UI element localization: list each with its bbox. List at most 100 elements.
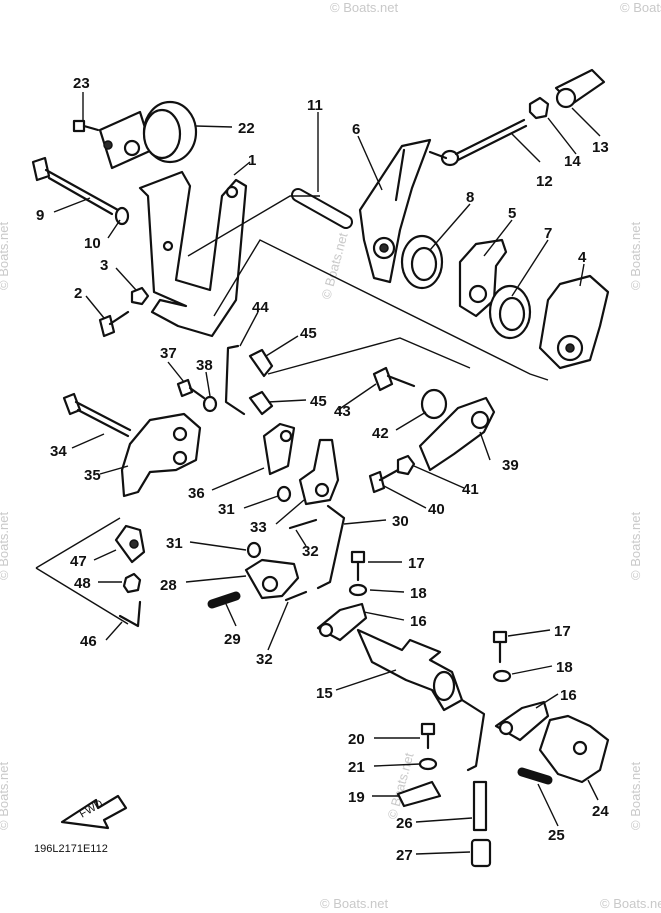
part-18-washer-lower: [492, 669, 512, 683]
watermark-text: © Boats.net: [628, 221, 643, 290]
callout-40: 40: [428, 501, 445, 518]
callout-43: 43: [334, 403, 351, 420]
callout-11: 11: [307, 97, 323, 114]
part-25-coupler: [470, 838, 492, 868]
callout-47: 47: [70, 553, 87, 570]
callout-20: 20: [348, 731, 365, 748]
callout-28: 28: [160, 577, 177, 594]
callout-22: 24: [592, 803, 609, 820]
callout-48: 48: [74, 575, 91, 592]
watermark-text: © Boats.net: [620, 0, 661, 15]
fwd-arrow: FWD: [60, 794, 128, 830]
leader-lines: [35, 92, 601, 855]
callout-44: 44: [252, 299, 269, 316]
callout-32b: 32: [256, 651, 273, 668]
part-48-nut: [122, 572, 142, 594]
callout-27: 23: [73, 75, 90, 92]
callout-9: 9: [36, 207, 44, 224]
callout-16b: 16: [560, 687, 577, 704]
drawing-code: 196L2171E112: [34, 843, 108, 855]
callout-12: 12: [536, 173, 553, 190]
callout-23: 25: [548, 827, 565, 844]
callout-38: 38: [196, 357, 213, 374]
part-3-nut: [130, 286, 150, 306]
callout-19: 19: [348, 789, 365, 806]
callout-18a: 18: [410, 585, 427, 602]
part-16-clamp-lower: [494, 700, 550, 742]
callout-42: 42: [372, 425, 389, 442]
callout-45a: 45: [300, 325, 317, 342]
part-38-washer: [202, 395, 218, 413]
callout-7: 7: [544, 225, 552, 242]
part-31-washer-lower: [246, 541, 262, 559]
part-21-washer: [418, 757, 438, 771]
part-44-link: [224, 344, 246, 416]
part-14-nut: [528, 96, 550, 120]
callout-5: 5: [508, 205, 516, 222]
watermark-text: © Boats.net: [628, 761, 643, 830]
part-35-plate: [120, 412, 202, 498]
callout-32a: 32: [302, 543, 319, 560]
part-15-shaft: [356, 628, 486, 772]
part-37-bolt: [176, 378, 206, 400]
callout-14: 14: [564, 153, 581, 170]
callout-34: 34: [50, 443, 67, 460]
callout-6: 6: [352, 121, 360, 138]
part-39-lever: [418, 396, 496, 472]
part-47-cam: [114, 524, 146, 564]
part-2-bolt: [98, 310, 130, 338]
part-40-bolt: [368, 468, 400, 494]
callout-45b: 45: [310, 393, 327, 410]
callout-10: 10: [84, 235, 101, 252]
part-32-pin: [284, 518, 318, 602]
part-46-pin: [118, 600, 142, 628]
part-10-washer: [114, 206, 130, 226]
part-6-throttle-arm: [358, 138, 432, 284]
part-24-rod: [472, 780, 488, 832]
callout-39: 39: [502, 457, 519, 474]
callout-25: 27: [396, 847, 413, 864]
callout-31a: 31: [218, 501, 235, 518]
watermark-text: © Boats.net: [330, 0, 399, 15]
part-41-nut: [396, 454, 416, 476]
watermark-text: © Boats.net: [0, 511, 11, 580]
callout-24: 26: [396, 815, 413, 832]
callout-2: 2: [74, 285, 82, 302]
part-12-rod: [428, 118, 528, 167]
callout-1: 1: [248, 152, 256, 169]
part-17-bolt-lower: [492, 630, 508, 664]
part-18-washer-upper: [348, 583, 368, 597]
part-36-link: [262, 422, 296, 476]
callout-41: 41: [462, 481, 479, 498]
part-23-pin: [517, 767, 553, 785]
part-27-screw: [72, 119, 100, 133]
watermark-text: © Boats.net: [384, 751, 416, 821]
part-28-lever: [244, 558, 300, 600]
part-34-bolt: [62, 392, 132, 438]
callout-46: 46: [80, 633, 97, 650]
callout-4: 4: [578, 249, 587, 266]
callout-labels: 23 22 9 10 1 3 2 11 6 12 14 13 8 5 7 4 4…: [36, 75, 609, 864]
callout-29: 29: [224, 631, 241, 648]
callout-31b: 31: [166, 535, 183, 552]
callout-30: 30: [392, 513, 409, 530]
part-1-bracket: [138, 170, 248, 338]
part-29-pin: [207, 591, 241, 609]
watermark-text: © Boats.net: [0, 761, 11, 830]
part-31-washer: [276, 485, 292, 503]
part-4-cam: [538, 274, 610, 370]
watermark-text: © Boats.net: [320, 896, 389, 911]
part-11-pin: [291, 188, 353, 229]
callout-13: 13: [592, 139, 609, 156]
part-16-clamp-upper: [316, 602, 368, 642]
part-22-bracket: [538, 714, 610, 784]
callout-3: 3: [100, 257, 108, 274]
callout-26: 22: [238, 120, 255, 137]
part-5-cam: [458, 238, 508, 318]
callout-18b: 18: [556, 659, 573, 676]
part-13-joint: [554, 68, 606, 109]
callout-15: 15: [316, 685, 333, 702]
callout-17a: 17: [408, 555, 425, 572]
part-7-collar: [488, 284, 532, 340]
